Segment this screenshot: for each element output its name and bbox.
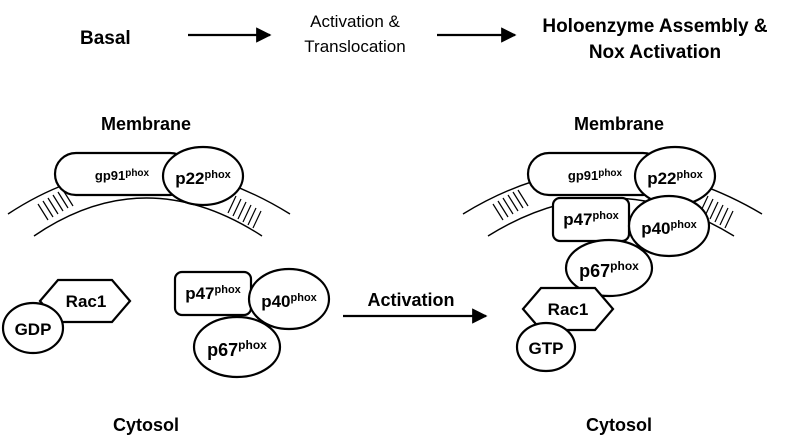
svg-text:p67phox: p67phox <box>579 259 639 281</box>
rac1-left: Rac1 <box>38 278 132 324</box>
p47-sup: phox <box>215 284 242 296</box>
svg-text:p22phox: p22phox <box>647 169 703 188</box>
membrane-label-left: Membrane <box>101 114 191 134</box>
stage-activation-label-line1: Activation & <box>310 12 400 31</box>
p47-sup: phox <box>593 210 620 222</box>
gp91-phox-right: gp91phox <box>526 151 666 197</box>
p47-label: p47 <box>185 284 214 303</box>
svg-text:p40phox: p40phox <box>261 292 317 311</box>
p22-sup: phox <box>677 169 704 181</box>
gtp: GTP <box>515 321 577 373</box>
gp91-sup: phox <box>125 168 149 179</box>
gtp-label: GTP <box>529 339 564 358</box>
activation-arrow-label: Activation <box>367 290 454 310</box>
gp91-label: gp91 <box>568 168 598 183</box>
rac1-label-left: Rac1 <box>66 292 107 311</box>
p67-phox-right: p67phox <box>564 238 654 298</box>
p40-label: p40 <box>641 219 670 238</box>
stage-activation-label-line2: Translocation <box>304 37 405 56</box>
p40-phox-left: p40phox <box>247 267 331 331</box>
svg-text:p47phox: p47phox <box>185 284 241 303</box>
svg-text:p40phox: p40phox <box>641 219 697 238</box>
cytosol-label-left: Cytosol <box>113 415 179 435</box>
p40-phox-right: p40phox <box>627 194 711 258</box>
p67-phox-left: p67phox <box>192 315 282 379</box>
stage-basal-label: Basal <box>80 28 131 49</box>
svg-text:gp91phox: gp91phox <box>95 168 150 183</box>
p22-label: p22 <box>175 169 204 188</box>
p67-sup: phox <box>610 259 639 273</box>
p67-label: p67 <box>207 340 238 360</box>
gdp: GDP <box>1 301 65 355</box>
p22-label: p22 <box>647 169 676 188</box>
svg-text:p22phox: p22phox <box>175 169 231 188</box>
membrane-hatch-left <box>37 189 262 229</box>
p47-phox-right: p47phox <box>551 196 631 243</box>
p67-label: p67 <box>579 261 610 281</box>
stage-assembly-label-line2: Nox Activation <box>589 42 721 63</box>
gp91-label: gp91 <box>95 168 125 183</box>
gp91-sup: phox <box>598 168 622 179</box>
cytosol-label-right: Cytosol <box>586 415 652 435</box>
p40-label: p40 <box>261 292 290 311</box>
svg-text:gp91phox: gp91phox <box>568 168 623 183</box>
p47-label: p47 <box>563 210 592 229</box>
p22-sup: phox <box>205 169 232 181</box>
p22-phox-right: p22phox <box>633 145 717 207</box>
membrane-label-right: Membrane <box>574 114 664 134</box>
rac1-label-right: Rac1 <box>548 300 589 319</box>
p40-sup: phox <box>671 219 698 231</box>
p47-phox-left: p47phox <box>173 270 253 317</box>
gdp-label: GDP <box>15 320 52 339</box>
svg-text:p47phox: p47phox <box>563 210 619 229</box>
p67-sup: phox <box>238 338 267 352</box>
svg-text:p67phox: p67phox <box>207 338 267 360</box>
membrane-hatch-right <box>492 189 734 229</box>
stage-assembly-label-line1: Holoenzyme Assembly & <box>542 16 768 37</box>
p40-sup: phox <box>291 292 318 304</box>
p22-phox-left: p22phox <box>161 145 245 207</box>
